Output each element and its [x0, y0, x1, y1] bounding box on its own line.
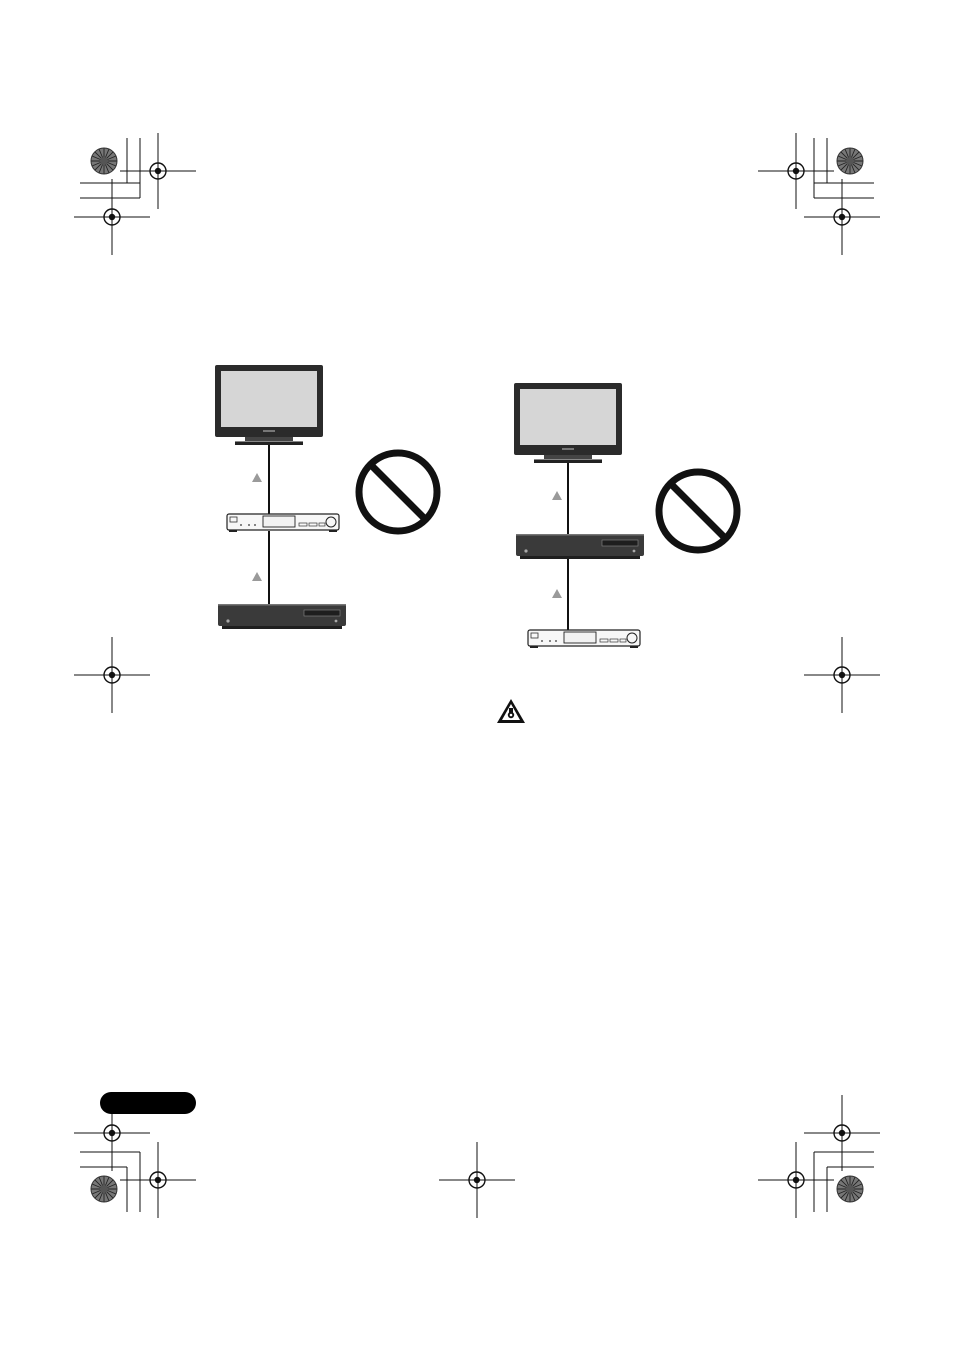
arrow-up-icon — [252, 473, 262, 482]
connection-diagram-right — [514, 383, 737, 648]
arrow-up-icon — [252, 572, 262, 581]
player-icon — [516, 534, 644, 559]
receiver-icon — [227, 514, 339, 532]
page-number-tab — [100, 1092, 196, 1114]
registration-mark-icon — [74, 179, 150, 255]
registration-mark-icon — [758, 1142, 834, 1218]
registration-mark-icon — [804, 637, 880, 713]
connection-diagram-left — [215, 365, 437, 629]
registration-mark-icon — [804, 179, 880, 255]
color-target-icon — [91, 148, 117, 174]
registration-mark-icon — [120, 1142, 196, 1218]
tv-icon — [215, 365, 323, 445]
prohibited-icon — [359, 453, 437, 531]
tv-icon — [514, 383, 622, 463]
registration-mark-icon — [804, 1095, 880, 1171]
registration-mark-icon — [439, 1142, 515, 1218]
arrow-up-icon — [552, 589, 562, 598]
prohibited-icon — [659, 472, 737, 550]
caution-icon — [497, 699, 525, 723]
receiver-icon — [528, 630, 640, 648]
color-target-icon — [837, 1176, 863, 1202]
player-icon — [218, 604, 346, 629]
color-target-icon — [91, 1176, 117, 1202]
registration-mark-icon — [74, 637, 150, 713]
color-target-icon — [837, 148, 863, 174]
arrow-up-icon — [552, 491, 562, 500]
